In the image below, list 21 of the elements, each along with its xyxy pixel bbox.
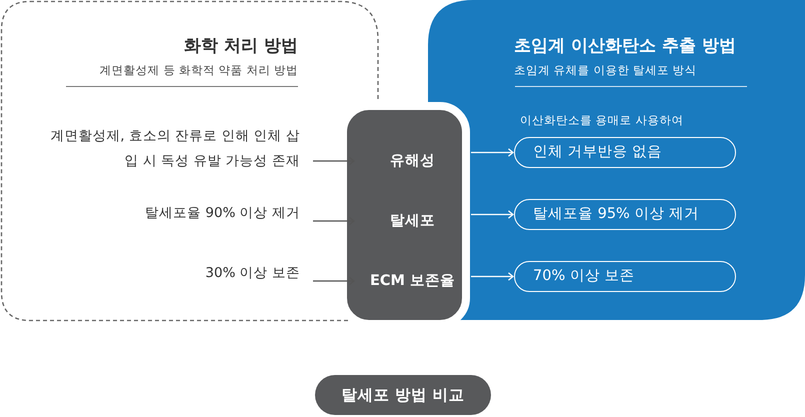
panel-title: 초임계 이산화탄소 추출 방법	[514, 35, 736, 57]
panel-subtitle: 계면활성제 등 화학적 약품 처리 방법	[100, 63, 298, 78]
panel-subtitle: 초임계 유체를 이용한 탈세포 방식	[514, 63, 697, 78]
criterion-label: ECM 보존율	[355, 268, 470, 294]
result-pill: 인체 거부반응 없음	[514, 137, 736, 168]
arrow	[471, 148, 514, 157]
panel-title: 화학 처리 방법	[184, 35, 298, 57]
arrow	[313, 276, 355, 286]
description-text: 계면활성제, 효소의 잔류로 인해 인체 삽입 시 독성 유발 가능성 존재	[50, 124, 312, 174]
result-pill: 탈세포율 95% 이상 제거	[514, 199, 736, 230]
caption-pill: 탈세포 방법 비교	[315, 375, 491, 415]
arrow	[313, 156, 355, 166]
result-pill: 70% 이상 보존	[514, 261, 736, 292]
arrow	[471, 210, 514, 219]
criterion-label: 유해성	[355, 148, 470, 174]
description-text: 탈세포율 90% 이상 제거	[50, 201, 312, 225]
note-text: 이산화탄소를 용매로 사용하여	[520, 113, 684, 128]
criterion-label: 탈세포	[355, 208, 470, 234]
arrow	[471, 272, 514, 281]
arrow	[313, 216, 355, 226]
description-text: 30% 이상 보존	[50, 261, 312, 285]
